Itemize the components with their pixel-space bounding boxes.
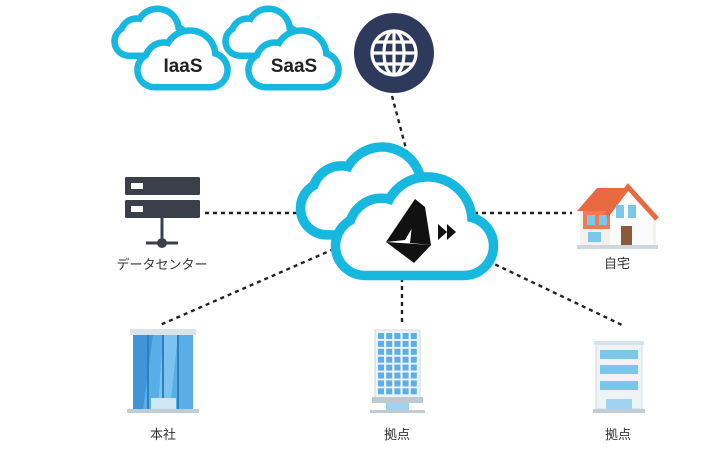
connectors	[159, 95, 623, 327]
office-building-icon	[593, 341, 645, 413]
globe-icon	[354, 13, 434, 93]
house-icon	[577, 183, 659, 249]
saas-label: SaaS	[271, 56, 317, 77]
cloud-icon	[111, 5, 231, 91]
branch-1-node: 拠点	[370, 329, 425, 443]
headquarters-label: 本社	[150, 427, 176, 443]
server-icon	[125, 177, 200, 248]
branch-1-label: 拠点	[384, 428, 410, 443]
home-label: 自宅	[604, 257, 630, 272]
data-center-node: データセンター	[116, 177, 208, 273]
cloud-logo-icon	[386, 199, 456, 263]
central-cloud	[295, 142, 499, 281]
cloud-icon	[222, 5, 342, 91]
iaas-label: IaaS	[163, 56, 202, 77]
branch-2-node: 拠点	[593, 341, 645, 443]
office-tower-icon	[127, 329, 199, 413]
connector-internet	[390, 95, 415, 176]
data-center-label: データセンター	[116, 257, 207, 273]
home-node: 自宅	[577, 183, 659, 272]
connector-branch-2	[487, 259, 623, 327]
headquarters-node: 本社	[127, 329, 199, 443]
saas-cloud: SaaS	[222, 5, 342, 91]
iaas-cloud: IaaS	[111, 5, 231, 91]
cloud-icon	[295, 142, 499, 281]
office-building-icon	[370, 329, 425, 413]
branch-2-label: 拠点	[605, 428, 631, 443]
